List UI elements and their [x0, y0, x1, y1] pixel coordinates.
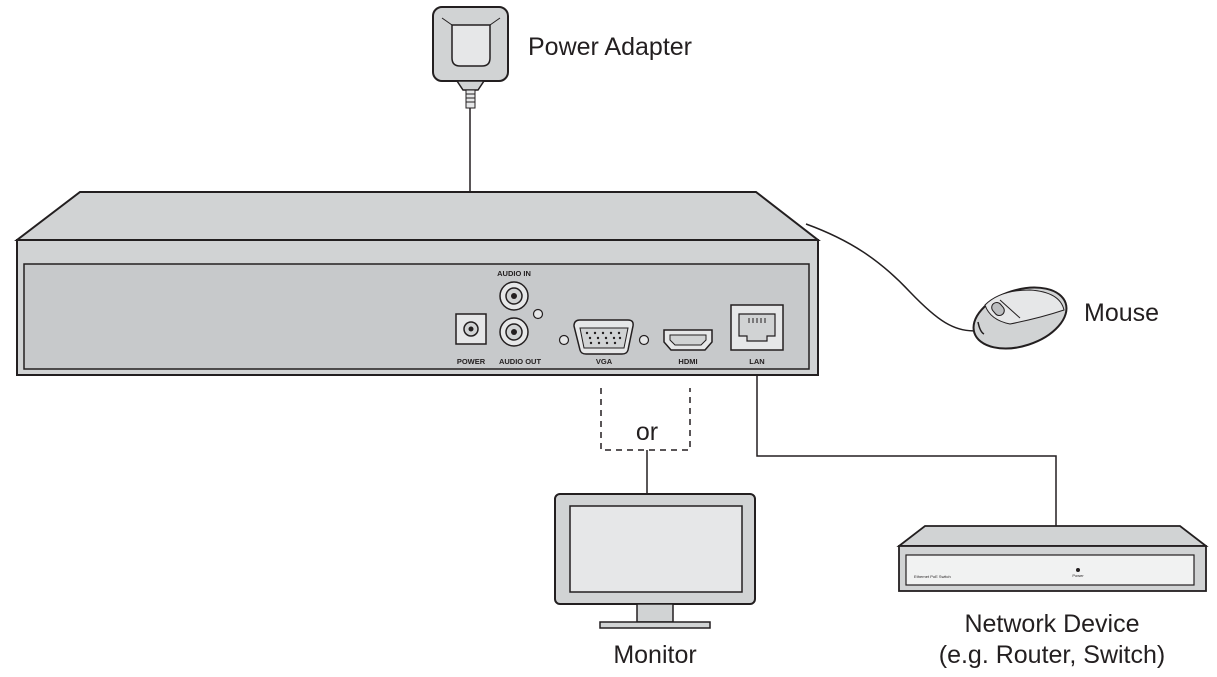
hdmi-port-label: HDMI: [678, 357, 697, 366]
mouse-label: Mouse: [1084, 299, 1159, 327]
nvr-recorder: [14, 191, 821, 376]
mouse-device: [972, 286, 1068, 350]
audio-in-label: AUDIO IN: [497, 269, 531, 278]
switch-power-led-label: Power: [1072, 573, 1084, 578]
lan-cable: [756, 374, 1057, 526]
or-label: or: [636, 418, 658, 446]
audio-in-port: [499, 281, 529, 311]
audio-out-label: AUDIO OUT: [499, 357, 542, 366]
vga-port: [558, 319, 650, 355]
monitor-device: [554, 493, 756, 629]
video-connection-bracket: [600, 388, 691, 451]
power-port-label: POWER: [457, 357, 486, 366]
hdmi-port: [663, 329, 713, 351]
power-adapter: [432, 6, 509, 109]
lan-port: [730, 304, 784, 351]
lan-port-label: LAN: [749, 357, 764, 366]
network-switch-device: [896, 525, 1209, 592]
mouse-cable: [805, 223, 983, 332]
power-port: [455, 313, 487, 345]
monitor-label: Monitor: [613, 641, 696, 669]
vga-port-label: VGA: [596, 357, 613, 366]
network-device-sublabel: (e.g. Router, Switch): [939, 641, 1165, 669]
power-adapter-label: Power Adapter: [528, 33, 692, 61]
audio-screw: [532, 308, 544, 320]
network-device-label: Network Device: [964, 610, 1139, 638]
switch-panel-name: Ethernet PoE Switch: [914, 574, 951, 579]
audio-out-port: [499, 317, 529, 347]
